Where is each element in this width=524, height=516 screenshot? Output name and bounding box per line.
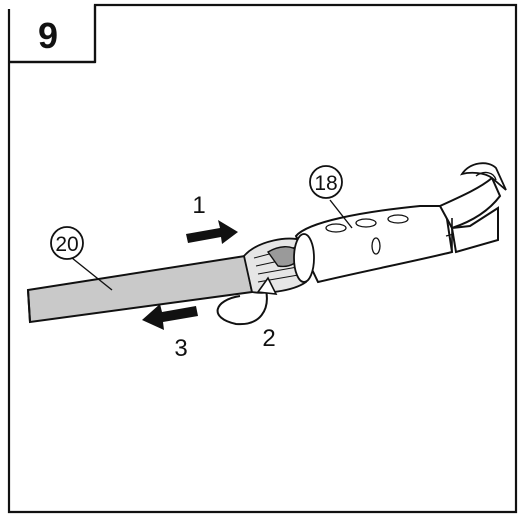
nozzle-hole-2 [355,218,377,228]
nozzle-hole-1 [325,223,347,233]
callout-circle-20 [50,226,84,260]
push-arrow-label: 1 [192,192,205,219]
nozzle-hole-3 [387,214,409,224]
pull-arrow [142,304,198,330]
callout-circle-18 [309,165,343,199]
twist-arrowhead [256,276,278,295]
push-arrow [186,220,238,244]
callout-leader-20 [71,257,113,291]
step-number: 9 [38,15,58,56]
callout-label-18: 18 [314,172,337,195]
callout-leader-18 [329,199,353,229]
nozzle [293,162,507,284]
callout-label-20: 20 [55,233,78,256]
twist-arrow [216,289,268,326]
pull-arrow-label: 3 [174,335,187,362]
twist-arrow-label: 2 [262,325,275,352]
nozzle-hole-4 [371,237,381,255]
